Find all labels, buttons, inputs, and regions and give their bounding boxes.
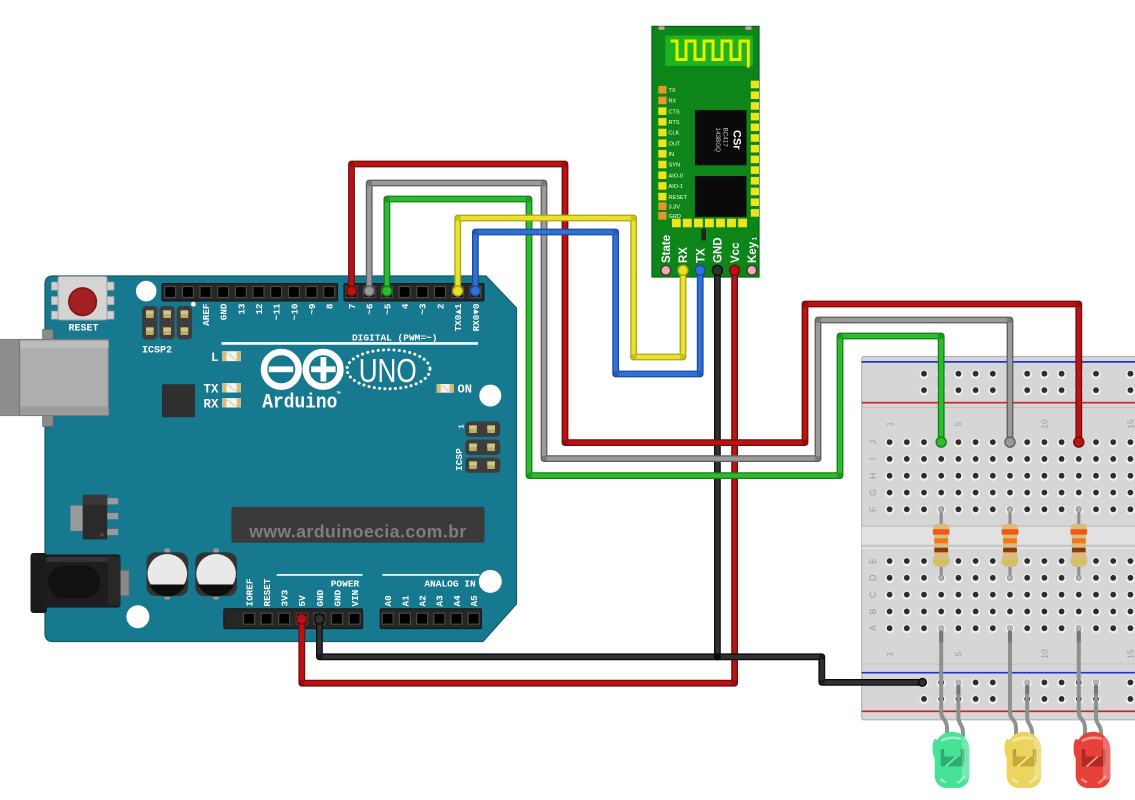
svg-text:G: G	[868, 489, 878, 496]
svg-text:Vcc: Vcc	[730, 242, 742, 263]
svg-text:POWER: POWER	[331, 579, 360, 590]
svg-text:~6: ~6	[365, 303, 376, 315]
svg-text:TX: TX	[203, 382, 219, 396]
svg-text:GND: GND	[332, 589, 343, 606]
svg-text:8: 8	[325, 303, 336, 309]
svg-text:ANALOG IN: ANALOG IN	[424, 579, 476, 590]
svg-text:C: C	[868, 591, 878, 598]
svg-text:OUT: OUT	[669, 141, 681, 147]
svg-text:15: 15	[1125, 649, 1135, 659]
svg-text:1: 1	[885, 651, 895, 656]
svg-text:~9: ~9	[307, 303, 318, 315]
svg-text:IN: IN	[669, 152, 675, 158]
svg-text:F: F	[868, 506, 878, 512]
svg-text:2: 2	[435, 303, 446, 309]
svg-text:5: 5	[953, 651, 963, 656]
svg-text:~5: ~5	[382, 303, 393, 315]
svg-text:CSr: CSr	[731, 130, 743, 150]
svg-text:CTS: CTS	[669, 109, 680, 115]
svg-text:A2: A2	[418, 595, 429, 607]
svg-text:AIO-0: AIO-0	[669, 173, 684, 179]
svg-text:E: E	[868, 558, 878, 564]
svg-text:A: A	[868, 625, 878, 631]
svg-text:D: D	[868, 574, 878, 581]
svg-text:Arduino: Arduino	[262, 392, 337, 415]
svg-text:10: 10	[1039, 649, 1049, 659]
svg-text:UNO: UNO	[359, 352, 417, 389]
svg-text:B: B	[868, 608, 878, 614]
svg-text:143BGQ: 143BGQ	[714, 128, 721, 153]
svg-text:IOREF: IOREF	[244, 578, 255, 606]
svg-text:~11: ~11	[272, 303, 283, 320]
svg-text:12: 12	[254, 303, 265, 315]
svg-text:1: 1	[459, 424, 467, 429]
svg-text:5: 5	[953, 421, 963, 426]
svg-text:DIGITAL (PWM=~): DIGITAL (PWM=~)	[352, 333, 438, 344]
svg-text:RX: RX	[678, 247, 690, 263]
svg-text:GND: GND	[219, 303, 230, 320]
svg-text:13: 13	[236, 303, 247, 315]
svg-text:www.arduinoecia.com.br: www.arduinoecia.com.br	[248, 522, 466, 542]
svg-text:CLK: CLK	[669, 131, 680, 137]
svg-text:SYN: SYN	[669, 163, 681, 169]
svg-text:3V3: 3V3	[280, 589, 291, 606]
svg-text:3.3V: 3.3V	[669, 204, 681, 210]
svg-text:™: ™	[336, 391, 341, 400]
svg-text:RESET: RESET	[669, 195, 688, 201]
svg-text:7: 7	[347, 304, 358, 310]
svg-text:A4: A4	[452, 595, 463, 607]
svg-text:J: J	[868, 440, 878, 445]
svg-text:ICSP2: ICSP2	[142, 346, 172, 357]
svg-text:GND: GND	[315, 589, 326, 606]
svg-text:ICSP: ICSP	[454, 448, 465, 471]
svg-text:A3: A3	[435, 595, 446, 607]
svg-text:RX: RX	[669, 99, 677, 105]
svg-text:I: I	[868, 458, 878, 461]
svg-text:A5: A5	[469, 595, 480, 607]
svg-text:State: State	[661, 235, 673, 263]
svg-text:RESET: RESET	[68, 324, 98, 335]
svg-text:Key: Key	[747, 241, 759, 263]
svg-text:GND: GND	[713, 237, 725, 263]
svg-text:BC417: BC417	[722, 128, 729, 148]
svg-text:TX: TX	[669, 88, 676, 94]
svg-text:TX0▲1: TX0▲1	[453, 303, 464, 331]
svg-text:H: H	[868, 472, 878, 479]
svg-text:A0: A0	[383, 595, 394, 607]
svg-text:RESET: RESET	[262, 578, 273, 606]
svg-text:1: 1	[885, 421, 895, 426]
svg-text:4: 4	[400, 303, 411, 309]
svg-text:VIN: VIN	[350, 590, 361, 607]
svg-text:RX: RX	[203, 397, 219, 411]
svg-text:~10: ~10	[289, 303, 300, 320]
svg-text:L: L	[211, 351, 219, 365]
svg-text:15: 15	[1125, 419, 1135, 429]
svg-text:AIO-1: AIO-1	[669, 184, 684, 190]
svg-text:AREF: AREF	[201, 303, 212, 326]
svg-text:1: 1	[752, 237, 759, 241]
svg-text:RX0▼0: RX0▼0	[471, 303, 482, 331]
svg-text:ON: ON	[458, 383, 472, 397]
svg-text:GRD: GRD	[669, 214, 681, 220]
svg-text:10: 10	[1039, 419, 1049, 429]
svg-text:~3: ~3	[418, 303, 429, 315]
svg-text:TX: TX	[695, 248, 707, 263]
svg-text:RTS: RTS	[669, 120, 680, 126]
svg-text:A1: A1	[400, 595, 411, 607]
svg-text:5V: 5V	[297, 595, 308, 607]
